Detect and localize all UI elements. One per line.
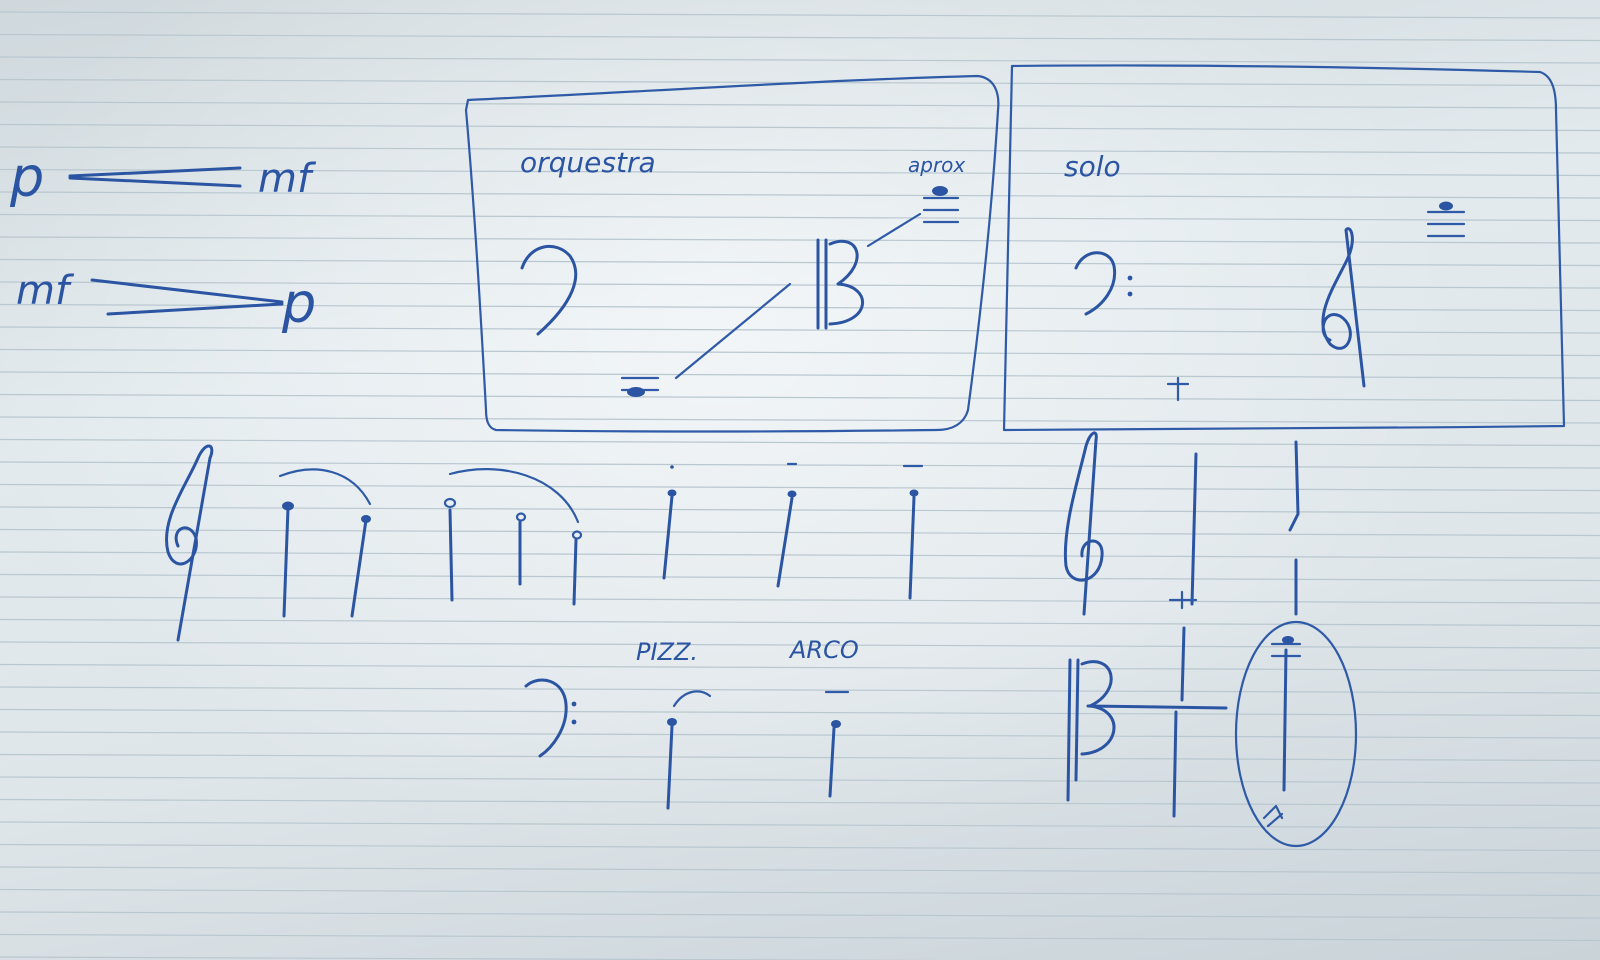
paper-rule-line bbox=[0, 528, 1600, 537]
solo-treble-clef-icon bbox=[1321, 227, 1366, 388]
paper-rule-line bbox=[0, 888, 1600, 897]
accent-note-2 bbox=[776, 462, 798, 588]
paper-rule-line bbox=[0, 213, 1600, 222]
pizz-label: PIZZ. bbox=[636, 638, 698, 666]
solo-bass-clef-icon bbox=[1074, 251, 1133, 316]
paper-rule-line bbox=[0, 843, 1600, 852]
dynamic-p-start: p bbox=[9, 146, 44, 209]
slur-2 bbox=[448, 468, 580, 524]
treble-staff-row bbox=[165, 444, 924, 642]
arco-label: ARCO bbox=[788, 636, 859, 664]
paper-rule-line bbox=[0, 708, 1600, 717]
crescendo-hairpin bbox=[68, 166, 242, 188]
dynamic-mf-end: mf bbox=[258, 156, 317, 202]
paper-rule-line bbox=[0, 33, 1600, 42]
paper-rule-line bbox=[0, 348, 1600, 357]
long-stem-3 bbox=[1172, 626, 1186, 818]
slur-1 bbox=[278, 468, 372, 506]
bass-clef-lower-icon bbox=[524, 678, 577, 758]
approx-label: aprox bbox=[908, 153, 965, 177]
paper-rule-line bbox=[0, 911, 1600, 919]
paper-rule-line bbox=[0, 798, 1600, 807]
paper-rule-line bbox=[0, 326, 1600, 334]
paper-rule-line bbox=[0, 258, 1600, 267]
paper-rule-line bbox=[0, 371, 1600, 379]
pizz-note bbox=[666, 690, 712, 810]
dynamic-mf-start: mf bbox=[16, 268, 75, 314]
harmonic-mark-icon bbox=[1262, 804, 1284, 828]
solo-label: solo bbox=[1064, 150, 1121, 183]
orchestra-box-outline bbox=[464, 74, 1000, 433]
paper-rule-line bbox=[0, 146, 1600, 154]
paper-rule-line bbox=[0, 686, 1600, 694]
paper-rule-line bbox=[0, 281, 1600, 289]
low-note-icon bbox=[620, 376, 660, 397]
staccato-note-1 bbox=[662, 465, 677, 580]
solo-high-note-icon bbox=[1426, 201, 1466, 238]
paper-rule-line bbox=[0, 866, 1600, 874]
paper-rule-line bbox=[0, 461, 1600, 469]
paper-rule-line bbox=[0, 776, 1600, 784]
paper-rule-line bbox=[0, 753, 1600, 762]
decrescendo-marking: mf p bbox=[16, 268, 316, 335]
paper-rule-line bbox=[0, 956, 961, 960]
solo-box: solo bbox=[1002, 64, 1566, 432]
accidental-mark-1 bbox=[1168, 590, 1198, 610]
paper-rule-line bbox=[0, 11, 1600, 19]
right-treble-clef-icon bbox=[1063, 431, 1104, 616]
paper-rule-line bbox=[0, 123, 1600, 132]
crescendo-marking: p mf bbox=[9, 146, 317, 209]
decrescendo-hairpin bbox=[90, 278, 284, 316]
paper-rule-line bbox=[0, 821, 1600, 829]
alto-clef-icon bbox=[816, 238, 865, 330]
solo-box-outline bbox=[1002, 64, 1566, 432]
orchestra-box: orquestra aprox bbox=[464, 74, 1000, 433]
circled-stem bbox=[1282, 648, 1288, 792]
paper-rule-line bbox=[0, 101, 1600, 109]
dynamic-p-end: p bbox=[281, 272, 316, 335]
paper-rule-line bbox=[0, 618, 1600, 627]
solo-low-note-icon bbox=[1166, 376, 1190, 402]
orchestra-label: orquestra bbox=[520, 146, 656, 179]
slurred-note-pair-1 bbox=[278, 468, 372, 618]
paper-rule-line bbox=[0, 416, 1600, 424]
paper-rule-line bbox=[0, 663, 1600, 672]
treble-clef-icon bbox=[165, 444, 214, 642]
paper-rule-line bbox=[0, 56, 1600, 64]
arco-note bbox=[824, 690, 850, 798]
tenuto-note-3 bbox=[902, 464, 924, 600]
alto-reference-line bbox=[1086, 704, 1228, 710]
paper-rule-line bbox=[0, 933, 1600, 942]
right-staff-group bbox=[1063, 431, 1358, 848]
paper-rule-line bbox=[0, 393, 1600, 402]
paper-rule-line bbox=[0, 731, 1600, 739]
bass-clef-icon bbox=[520, 245, 578, 336]
bass-staff-row: PIZZ. ARCO bbox=[524, 636, 859, 810]
paper-rule-line bbox=[0, 506, 1600, 514]
paper-rule-line bbox=[0, 236, 1600, 244]
long-stem-2 bbox=[1288, 440, 1300, 616]
slurred-note-group-2 bbox=[443, 468, 583, 606]
glissando-line bbox=[674, 212, 922, 380]
long-stem-1 bbox=[1190, 452, 1198, 606]
paper-rule-line bbox=[0, 438, 1600, 447]
paper-rule-line bbox=[0, 551, 1600, 559]
highlight-circle bbox=[1234, 620, 1358, 848]
circled-note bbox=[1234, 620, 1358, 848]
high-note-icon bbox=[922, 186, 960, 224]
paper-rule-line bbox=[0, 573, 1600, 582]
paper-rule-line bbox=[0, 596, 1600, 604]
paper-rule-line bbox=[0, 483, 1600, 492]
paper-rules bbox=[0, 11, 1600, 960]
right-alto-clef-icon bbox=[1066, 658, 1116, 802]
paper-rule-line bbox=[0, 168, 1600, 177]
paper-rule-line bbox=[0, 191, 1600, 199]
